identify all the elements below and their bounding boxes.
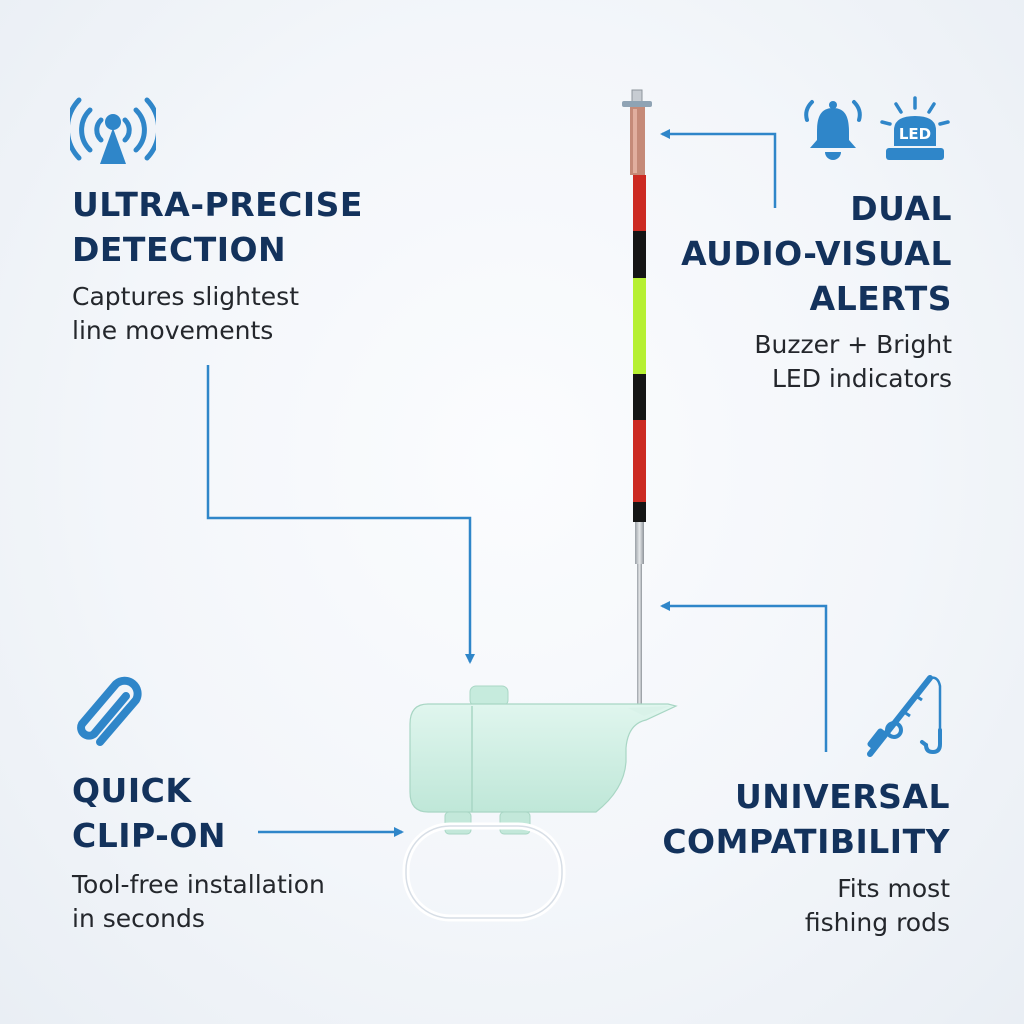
alerts-desc-line: Buzzer + Bright (754, 330, 952, 359)
clip-title-line: QUICK (72, 771, 192, 810)
alerts-title-line: ALERTS (809, 279, 952, 318)
compatibility-connector (660, 601, 828, 752)
clip-title-line: CLIP-ON (72, 816, 226, 855)
compatibility-description: Fits most fishing rods (805, 872, 950, 940)
compatibility-desc-line: fishing rods (804, 908, 950, 937)
alerts-title-line: DUAL (850, 189, 952, 228)
detection-desc-line: line movements (72, 316, 274, 345)
alerts-connector (660, 129, 777, 208)
detection-title-line: ULTRA-PRECISE (72, 185, 363, 224)
clip-description: Tool-free installation in seconds (72, 868, 325, 936)
alerts-title: DUAL AUDIO-VISUAL ALERTS (681, 186, 952, 321)
clip-desc-line: in seconds (72, 904, 205, 933)
compatibility-title-line: UNIVERSAL (734, 777, 950, 816)
compatibility-title: UNIVERSAL COMPATIBILITY (662, 774, 950, 864)
led-icon-label: LED (899, 125, 931, 143)
alerts-title-line: AUDIO-VISUAL (681, 234, 952, 273)
flag-red-lower (633, 420, 646, 522)
fishing-rod-icon (860, 672, 954, 760)
flag-green (633, 278, 646, 374)
alerts-description: Buzzer + Bright LED indicators (754, 328, 952, 396)
detection-desc-line: Captures slightest (72, 282, 300, 311)
antenna-top-section (630, 107, 645, 175)
clip-title: QUICK CLIP-ON (72, 768, 226, 858)
alerts-desc-line: LED indicators (772, 364, 952, 393)
led-light-icon: LED (878, 96, 952, 164)
clip-desc-line: Tool-free installation (72, 870, 325, 899)
metal-rod (635, 522, 644, 564)
clip-ring (402, 822, 566, 922)
compatibility-title-line: COMPATIBILITY (662, 822, 950, 861)
flag-red-upper (633, 175, 646, 231)
compatibility-desc-line: Fits most (837, 874, 950, 903)
antenna-cap (622, 101, 652, 107)
flag-black-lower (633, 374, 646, 420)
bell-icon (800, 96, 866, 164)
detection-description: Captures slightest line movements (72, 280, 299, 348)
alarm-body (409, 685, 678, 835)
detection-title-line: DETECTION (72, 230, 287, 269)
paperclip-icon (70, 672, 152, 756)
detection-title: ULTRA-PRECISE DETECTION (72, 182, 363, 272)
detection-connector (206, 365, 475, 664)
flag-black-upper (633, 231, 646, 278)
signal-antenna-icon (70, 92, 156, 166)
